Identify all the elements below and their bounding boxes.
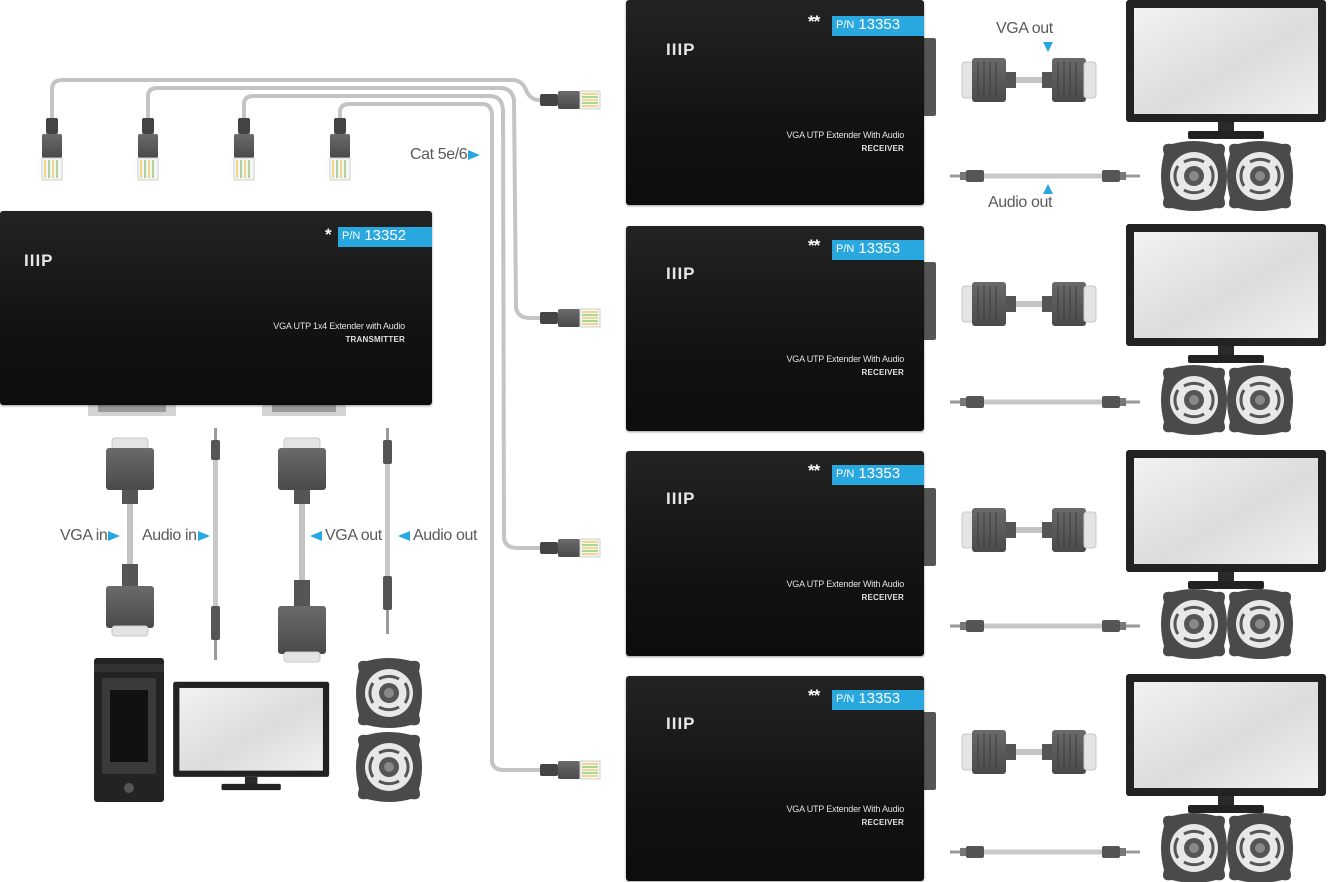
rx-speaker-4a bbox=[1159, 811, 1229, 882]
receiver-role: RECEIVER bbox=[861, 144, 904, 153]
rx-speaker-3b bbox=[1225, 587, 1295, 661]
receiver-pn-prefix: P/N bbox=[836, 242, 855, 255]
receiver-logo: IIIP bbox=[666, 264, 696, 283]
receiver-pn-prefix: P/N bbox=[836, 692, 855, 705]
rx-monitor-2 bbox=[1126, 224, 1326, 363]
audio-out-cable bbox=[383, 428, 392, 634]
transmitter-ports bbox=[88, 402, 346, 416]
rx-vga-cable-2 bbox=[961, 281, 1097, 327]
rx-monitor-3 bbox=[1126, 450, 1326, 589]
receiver-pn-number: 13353 bbox=[858, 240, 901, 258]
rx-vga-out-label-text: VGA out bbox=[996, 20, 1053, 37]
rx-audio-out-label: Audio out bbox=[988, 194, 1052, 212]
audio-in-label: Audio in bbox=[142, 527, 210, 545]
rx-audio-cable-3 bbox=[950, 620, 1140, 632]
pointer-icon bbox=[1043, 184, 1053, 194]
receiver-role: RECEIVER bbox=[861, 593, 904, 602]
transmitter-role: TRANSMITTER bbox=[345, 335, 405, 344]
cat-cables bbox=[50, 78, 542, 772]
cable-label-text: Cat 5e/6 bbox=[410, 146, 468, 163]
receiver-ports bbox=[922, 38, 936, 790]
receiver-model: VGA UTP Extender With Audio bbox=[786, 354, 905, 364]
receiver-role: RECEIVER bbox=[861, 368, 904, 377]
receiver-pn-prefix: P/N bbox=[836, 467, 855, 480]
pointer-icon bbox=[310, 530, 322, 541]
rx-speaker-1b bbox=[1225, 139, 1295, 213]
transmitter-logo: IIIP bbox=[24, 251, 54, 270]
audio-out-label-text: Audio out bbox=[413, 527, 478, 544]
transmitter-pn-prefix: P/N bbox=[342, 229, 361, 242]
pointer-icon bbox=[468, 149, 481, 160]
vga-in-label-text: VGA in bbox=[60, 527, 108, 544]
rj45-plugs-top bbox=[41, 117, 351, 181]
rj45-plugs-receivers bbox=[539, 90, 601, 780]
rx-audio-cable-2 bbox=[950, 396, 1140, 408]
receiver-pn-number: 13353 bbox=[858, 465, 901, 483]
receiver-model: VGA UTP Extender With Audio bbox=[786, 804, 905, 814]
vga-out-label: VGA out bbox=[310, 527, 382, 545]
transmitter-star: * bbox=[325, 225, 332, 244]
rx-speaker-2a bbox=[1159, 363, 1229, 437]
receiver-pn-number: 13353 bbox=[858, 690, 901, 708]
receiver-logo: IIIP bbox=[666, 40, 696, 59]
transmitter-pn-number: 13352 bbox=[364, 227, 407, 245]
receiver-model: VGA UTP Extender With Audio bbox=[786, 579, 905, 589]
cable-label: Cat 5e/6 bbox=[410, 146, 481, 164]
receiver-pn-prefix: P/N bbox=[836, 18, 855, 31]
rx-speaker-2b bbox=[1225, 363, 1295, 437]
transmitter-model: VGA UTP 1x4 Extender with Audio bbox=[273, 321, 405, 331]
rx-vga-out-label: VGA out bbox=[996, 20, 1053, 38]
receiver-logo: IIIP bbox=[666, 489, 696, 508]
source-speaker-2 bbox=[354, 730, 424, 804]
pointer-icon bbox=[108, 530, 121, 541]
receiver-model: VGA UTP Extender With Audio bbox=[786, 130, 905, 140]
receiver-star: ** bbox=[808, 12, 820, 31]
receiver-star: ** bbox=[808, 461, 820, 480]
rx-vga-cable-4 bbox=[961, 729, 1097, 775]
rx-monitor-4 bbox=[1126, 674, 1326, 813]
receiver-star: ** bbox=[808, 686, 820, 705]
rx-monitor-1 bbox=[1126, 0, 1326, 139]
vga-in-label: VGA in bbox=[60, 527, 121, 545]
source-speaker-1 bbox=[354, 656, 424, 730]
pointer-icon bbox=[1043, 42, 1053, 52]
vga-out-cable bbox=[278, 437, 326, 663]
receiver-pn-number: 13353 bbox=[858, 16, 901, 34]
receiver-role: RECEIVER bbox=[861, 818, 904, 827]
vga-out-label-text: VGA out bbox=[325, 527, 382, 544]
rx-speaker-3a bbox=[1159, 587, 1229, 661]
rx-vga-cable-1 bbox=[961, 57, 1097, 103]
vga-in-cable bbox=[106, 437, 154, 637]
receiver-star: ** bbox=[808, 236, 820, 255]
rx-speaker-4b bbox=[1225, 811, 1295, 882]
receiver-logo: IIIP bbox=[666, 714, 696, 733]
rx-speaker-1a bbox=[1159, 139, 1229, 213]
audio-in-label-text: Audio in bbox=[142, 527, 197, 544]
pointer-icon bbox=[398, 530, 410, 541]
pc-tower bbox=[94, 658, 164, 802]
pointer-icon bbox=[197, 530, 210, 541]
rx-audio-out-label-text: Audio out bbox=[988, 194, 1053, 211]
audio-out-label: Audio out bbox=[398, 527, 477, 545]
audio-in-cable bbox=[211, 428, 220, 660]
rx-audio-cable-1 bbox=[950, 170, 1140, 182]
rx-vga-cable-3 bbox=[961, 507, 1097, 553]
rx-audio-cable-4 bbox=[950, 846, 1140, 858]
source-monitor bbox=[173, 681, 330, 791]
